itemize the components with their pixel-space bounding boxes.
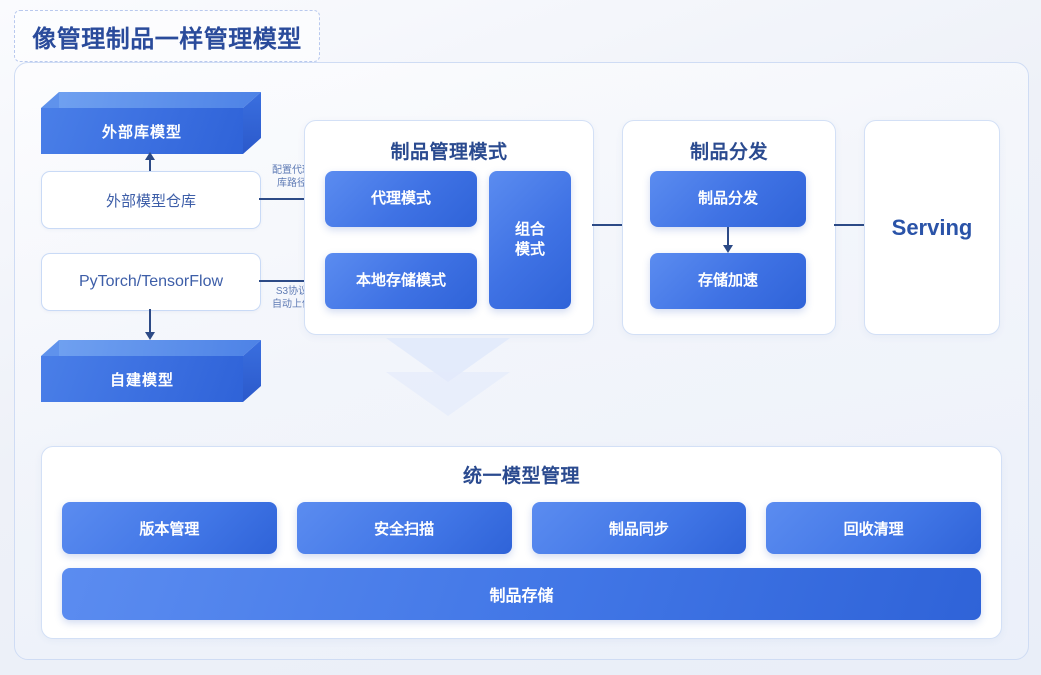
card-artifact-storage-label: 制品存储 — [489, 588, 554, 605]
card-combined-mode[interactable]: 组合 模式 — [489, 171, 571, 309]
iso-front-face: 自建模型 — [41, 356, 243, 402]
card-combined-mode-label-line1: 组合 — [514, 220, 545, 238]
connector-repo-to-external — [149, 160, 151, 171]
card-recycle-cleanup-label: 回收清理 — [843, 520, 904, 538]
iso-top-extension — [59, 92, 261, 108]
iso-top-extension — [59, 340, 261, 356]
node-external-repo[interactable]: 外部模型仓库 — [41, 171, 261, 229]
card-security-scan-label: 安全扫描 — [374, 520, 435, 538]
arrowhead-down-accel — [723, 245, 733, 253]
panel-unified-model-management: 统一模型管理 版本管理 安全扫描 制品同步 回收清理 制品存储 — [41, 446, 1002, 639]
iso-side-face — [243, 340, 261, 402]
connector-repo-to-proxy — [259, 198, 325, 200]
card-version-management[interactable]: 版本管理 — [62, 502, 277, 554]
card-proxy-mode-label: 代理模式 — [370, 189, 431, 207]
card-local-storage-mode-label: 本地存储模式 — [355, 271, 446, 289]
card-version-management-label: 版本管理 — [139, 520, 200, 538]
node-self-built-model[interactable]: 自建模型 — [41, 340, 261, 402]
connector-distribute-to-serving — [834, 224, 872, 226]
page-title: 像管理制品一样管理模型 — [32, 25, 302, 53]
node-framework-label: PyTorch/TensorFlow — [78, 273, 224, 290]
node-self-built-model-label: 自建模型 — [109, 371, 174, 389]
card-recycle-cleanup[interactable]: 回收清理 — [766, 502, 981, 554]
node-external-model[interactable]: 外部库模型 — [41, 92, 261, 154]
card-storage-acceleration[interactable]: 存储加速 — [650, 253, 806, 309]
panel-serving: Serving — [864, 120, 1000, 335]
card-combined-mode-label-line2: 模式 — [514, 241, 545, 258]
arrowhead-up-external — [145, 152, 155, 160]
connector-framework-to-selfbuilt — [149, 309, 151, 332]
iso-front-face: 外部库模型 — [41, 108, 243, 154]
card-security-scan[interactable]: 安全扫描 — [296, 502, 512, 554]
card-artifact-sync[interactable]: 制品同步 — [531, 502, 747, 554]
unified-card-row: 版本管理 安全扫描 制品同步 回收清理 — [62, 502, 981, 554]
edge-label-s3: S3协议 自动上传 — [272, 286, 312, 310]
node-framework[interactable]: PyTorch/TensorFlow — [41, 253, 261, 311]
panel-artifact-distribution-title: 制品分发 — [689, 142, 768, 163]
node-external-repo-label: 外部模型仓库 — [105, 192, 196, 210]
panel-artifact-management-title: 制品管理模式 — [390, 142, 508, 163]
card-artifact-distribution-label: 制品分发 — [697, 189, 758, 207]
edge-label-proxy-path: 配置代理 库路径 — [272, 165, 312, 189]
card-artifact-storage[interactable]: 制品存储 — [62, 568, 981, 620]
connector-manage-to-distribute — [592, 224, 630, 226]
connector-dist-to-accel — [727, 227, 729, 245]
connector-framework-to-local — [259, 280, 325, 282]
panel-unified-title: 统一模型管理 — [462, 466, 580, 487]
panel-serving-label: Serving — [891, 214, 973, 240]
card-proxy-mode[interactable]: 代理模式 — [325, 171, 477, 227]
card-artifact-sync-label: 制品同步 — [608, 520, 669, 538]
card-local-storage-mode[interactable]: 本地存储模式 — [325, 253, 477, 309]
diagram-title-box: 像管理制品一样管理模型 — [14, 10, 320, 62]
arrowhead-down-selfbuilt — [145, 332, 155, 340]
node-external-model-label: 外部库模型 — [101, 123, 182, 141]
card-artifact-distribution[interactable]: 制品分发 — [650, 171, 806, 227]
iso-side-face — [243, 92, 261, 154]
card-storage-acceleration-label: 存储加速 — [697, 271, 758, 289]
